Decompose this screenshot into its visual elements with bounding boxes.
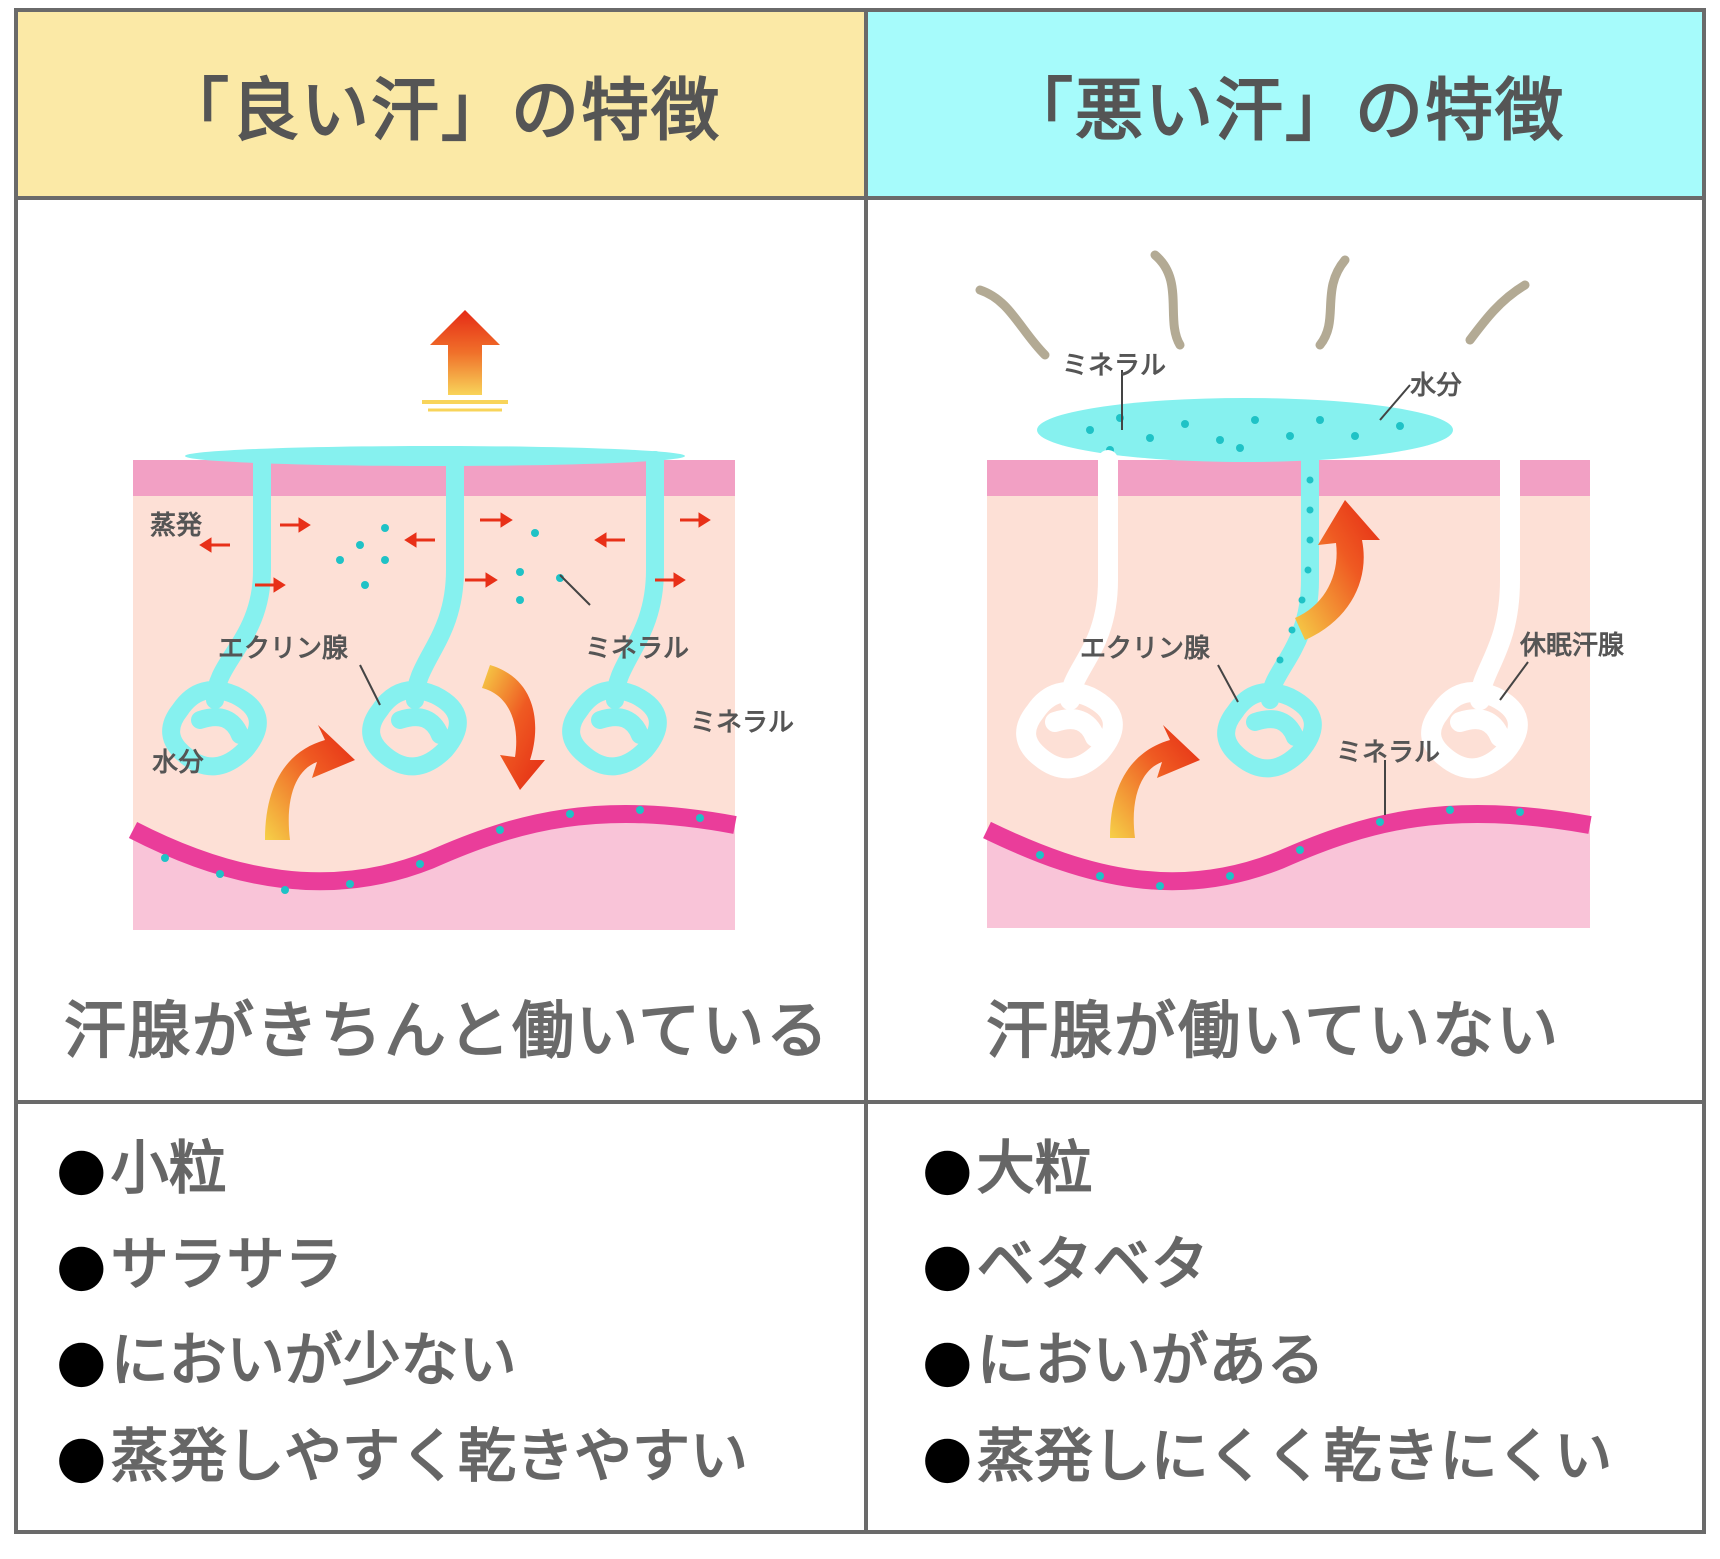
bullet-icon: ●	[922, 1422, 973, 1490]
good-sweat-caption: 汗腺がきちんと働いている	[64, 994, 831, 1067]
vessel-minerals	[1036, 806, 1524, 890]
bad-sweat-title: 「悪い汗」の特徴	[1004, 71, 1565, 151]
eccrine-gland-active	[1217, 451, 1322, 778]
list-item: ●においがある	[922, 1326, 1325, 1394]
skin-epidermis	[987, 460, 1590, 496]
bullet-icon: ●	[922, 1134, 973, 1202]
label-mineral-side: ミネラル	[690, 708, 795, 738]
bad-sweat-diagram	[975, 250, 1592, 928]
bullet-icon: ●	[922, 1230, 973, 1298]
bullet-icon: ●	[56, 1422, 107, 1490]
bullet-icon: ●	[56, 1134, 107, 1202]
list-item: ●蒸発しにくく乾きにくい	[922, 1422, 1613, 1490]
blood-vessel	[983, 805, 1592, 891]
vessel-minerals	[161, 806, 704, 894]
good-sweat-title: 「良い汗」の特徴	[160, 71, 721, 151]
label-evaporation: 蒸発	[150, 511, 203, 541]
label-pointers	[1121, 370, 1529, 815]
bad-sweat-traits: ●大粒 ●ベタベタ ●においがある ●蒸発しにくく乾きにくい	[922, 1120, 1612, 1504]
skin-epidermis	[133, 460, 735, 496]
list-item: ●ベタベタ	[922, 1230, 1209, 1298]
sweat-film	[185, 446, 685, 466]
list-item: ●小粒	[56, 1134, 227, 1202]
list-item: ●大粒	[922, 1134, 1093, 1202]
label-mineral: ミネラル	[585, 634, 690, 664]
label-eccrine-gland: エクリン腺	[1080, 634, 1211, 664]
sweat-drop	[1037, 398, 1453, 462]
gland-minerals	[1276, 476, 1314, 664]
good-sweat-traits: ●小粒 ●サラサラ ●においが少ない ●蒸発しやすく乾きやすい	[56, 1120, 748, 1504]
list-item: ●においが少ない	[56, 1326, 517, 1394]
dormant-glands	[1016, 450, 1528, 779]
good-sweat-diagram	[128, 310, 737, 930]
skin-subcutis	[987, 813, 1590, 928]
label-mineral-top: ミネラル	[1062, 351, 1167, 381]
eccrine-glands-active	[162, 451, 667, 776]
skin-subcutis	[133, 813, 735, 930]
bad-sweat-header: 「悪い汗」の特徴	[868, 12, 1702, 196]
label-water: 水分	[152, 748, 205, 778]
reabsorbed-minerals	[336, 524, 564, 604]
up-arrow-icon	[422, 310, 508, 412]
curved-arrow-down-icon	[482, 665, 545, 790]
curved-arrow-icon	[265, 725, 355, 840]
table-grid	[14, 8, 1706, 1534]
label-dormant-gland: 休眠汗腺	[1520, 631, 1625, 661]
bullet-icon: ●	[56, 1230, 107, 1298]
list-item: ●蒸発しやすく乾きやすい	[56, 1422, 749, 1490]
curved-arrow-up-icon	[1295, 500, 1380, 640]
bullet-icon: ●	[56, 1326, 107, 1394]
list-item: ●サラサラ	[56, 1230, 343, 1298]
blood-vessel	[128, 805, 737, 891]
label-eccrine-gland: エクリン腺	[218, 634, 349, 664]
small-red-arrows	[199, 512, 711, 593]
bad-sweat-caption: 汗腺が働いていない	[986, 994, 1561, 1067]
good-sweat-header: 「良い汗」の特徴	[18, 12, 864, 196]
bullet-icon: ●	[922, 1326, 973, 1394]
curved-arrow-icon	[1110, 725, 1200, 838]
odor-wave-icon	[975, 250, 1530, 360]
label-pointers	[359, 574, 591, 706]
label-mineral-bottom: ミネラル	[1336, 738, 1441, 768]
label-water-top: 水分	[1410, 371, 1463, 401]
